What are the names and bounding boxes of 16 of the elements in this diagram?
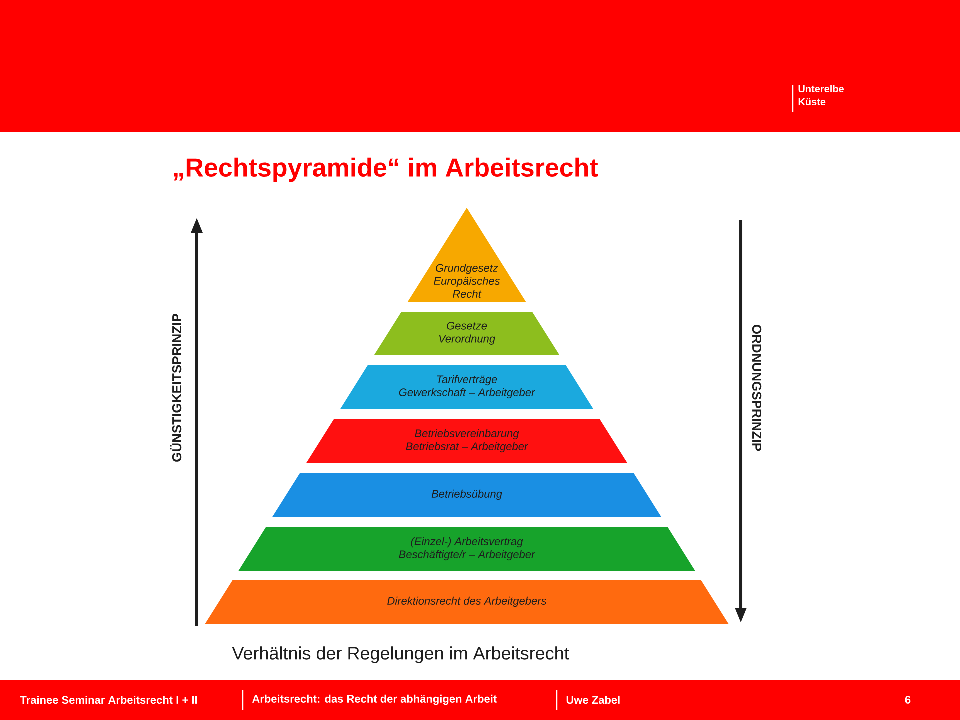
pyramid-tier: Grundgesetz Europäisches Recht bbox=[408, 208, 526, 302]
pyramid-tier: Tarifverträge Gewerkschaft – Arbeitgeber bbox=[340, 365, 594, 409]
caption: Verhältnis der Regelungen im Arbeitsrecht bbox=[232, 646, 570, 664]
footer-text: Arbeitsrecht: das Recht der abhängigen Arbeit bbox=[252, 694, 497, 706]
page-number: 6 bbox=[905, 696, 911, 704]
pyramid-tier: Betriebsvereinbarung Betriebsrat – Arbeitgeber bbox=[306, 419, 628, 463]
arrow-label: GÜNSTIGKEITSPRINZIP bbox=[170, 314, 182, 462]
header-text: Unterelbe Küste bbox=[798, 85, 844, 106]
footer-text: Uwe Zabel bbox=[566, 696, 620, 704]
arrow-label: ORDNUNGSPRINZIP bbox=[752, 324, 762, 452]
pyramid-tier: (Einzel-) Arbeitsvertrag Beschäftigte/r – Arbeitgeber bbox=[238, 527, 696, 571]
slide-title: „Rechtspyramide“ im Arbeitsrecht bbox=[174, 158, 598, 182]
pyramid-tier: Betriebsübung bbox=[272, 473, 662, 517]
footer-text: Trainee Seminar Arbeitsrecht I + II bbox=[20, 696, 198, 704]
pyramid-tier: Gesetze Verordnung bbox=[374, 312, 560, 355]
pyramid-tier: Direktionsrecht des Arbeitgebers bbox=[205, 580, 729, 624]
